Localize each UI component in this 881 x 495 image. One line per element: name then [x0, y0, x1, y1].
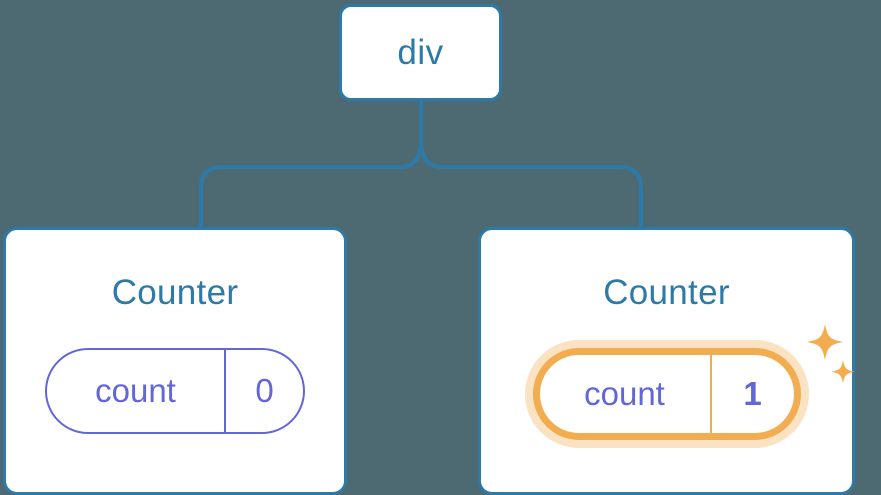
connector-branch-left [199, 138, 423, 229]
node-counter-left[interactable]: Counter count 0 [3, 227, 347, 495]
state-pill-wrapper: count 0 [45, 348, 305, 434]
node-counter-right[interactable]: Counter count 1 [478, 227, 855, 495]
sparkle-small-icon [830, 360, 855, 384]
node-root-div[interactable]: div [339, 4, 502, 101]
connector-branch-right [419, 138, 643, 229]
sparkle-large-icon [806, 324, 843, 360]
sparkle-group [806, 324, 855, 384]
card-title: Counter [111, 273, 239, 312]
state-pill[interactable]: count 0 [45, 348, 305, 434]
state-pill-highlighted[interactable]: count 1 [532, 348, 801, 440]
card-title: Counter [603, 273, 730, 312]
state-value-label: 1 [709, 355, 794, 433]
state-value-label: 0 [224, 350, 303, 432]
node-root-label: div [397, 33, 444, 72]
state-key-label: count [584, 374, 665, 412]
state-key-label: count [95, 371, 176, 409]
state-pill-wrapper: count 1 [532, 324, 855, 440]
